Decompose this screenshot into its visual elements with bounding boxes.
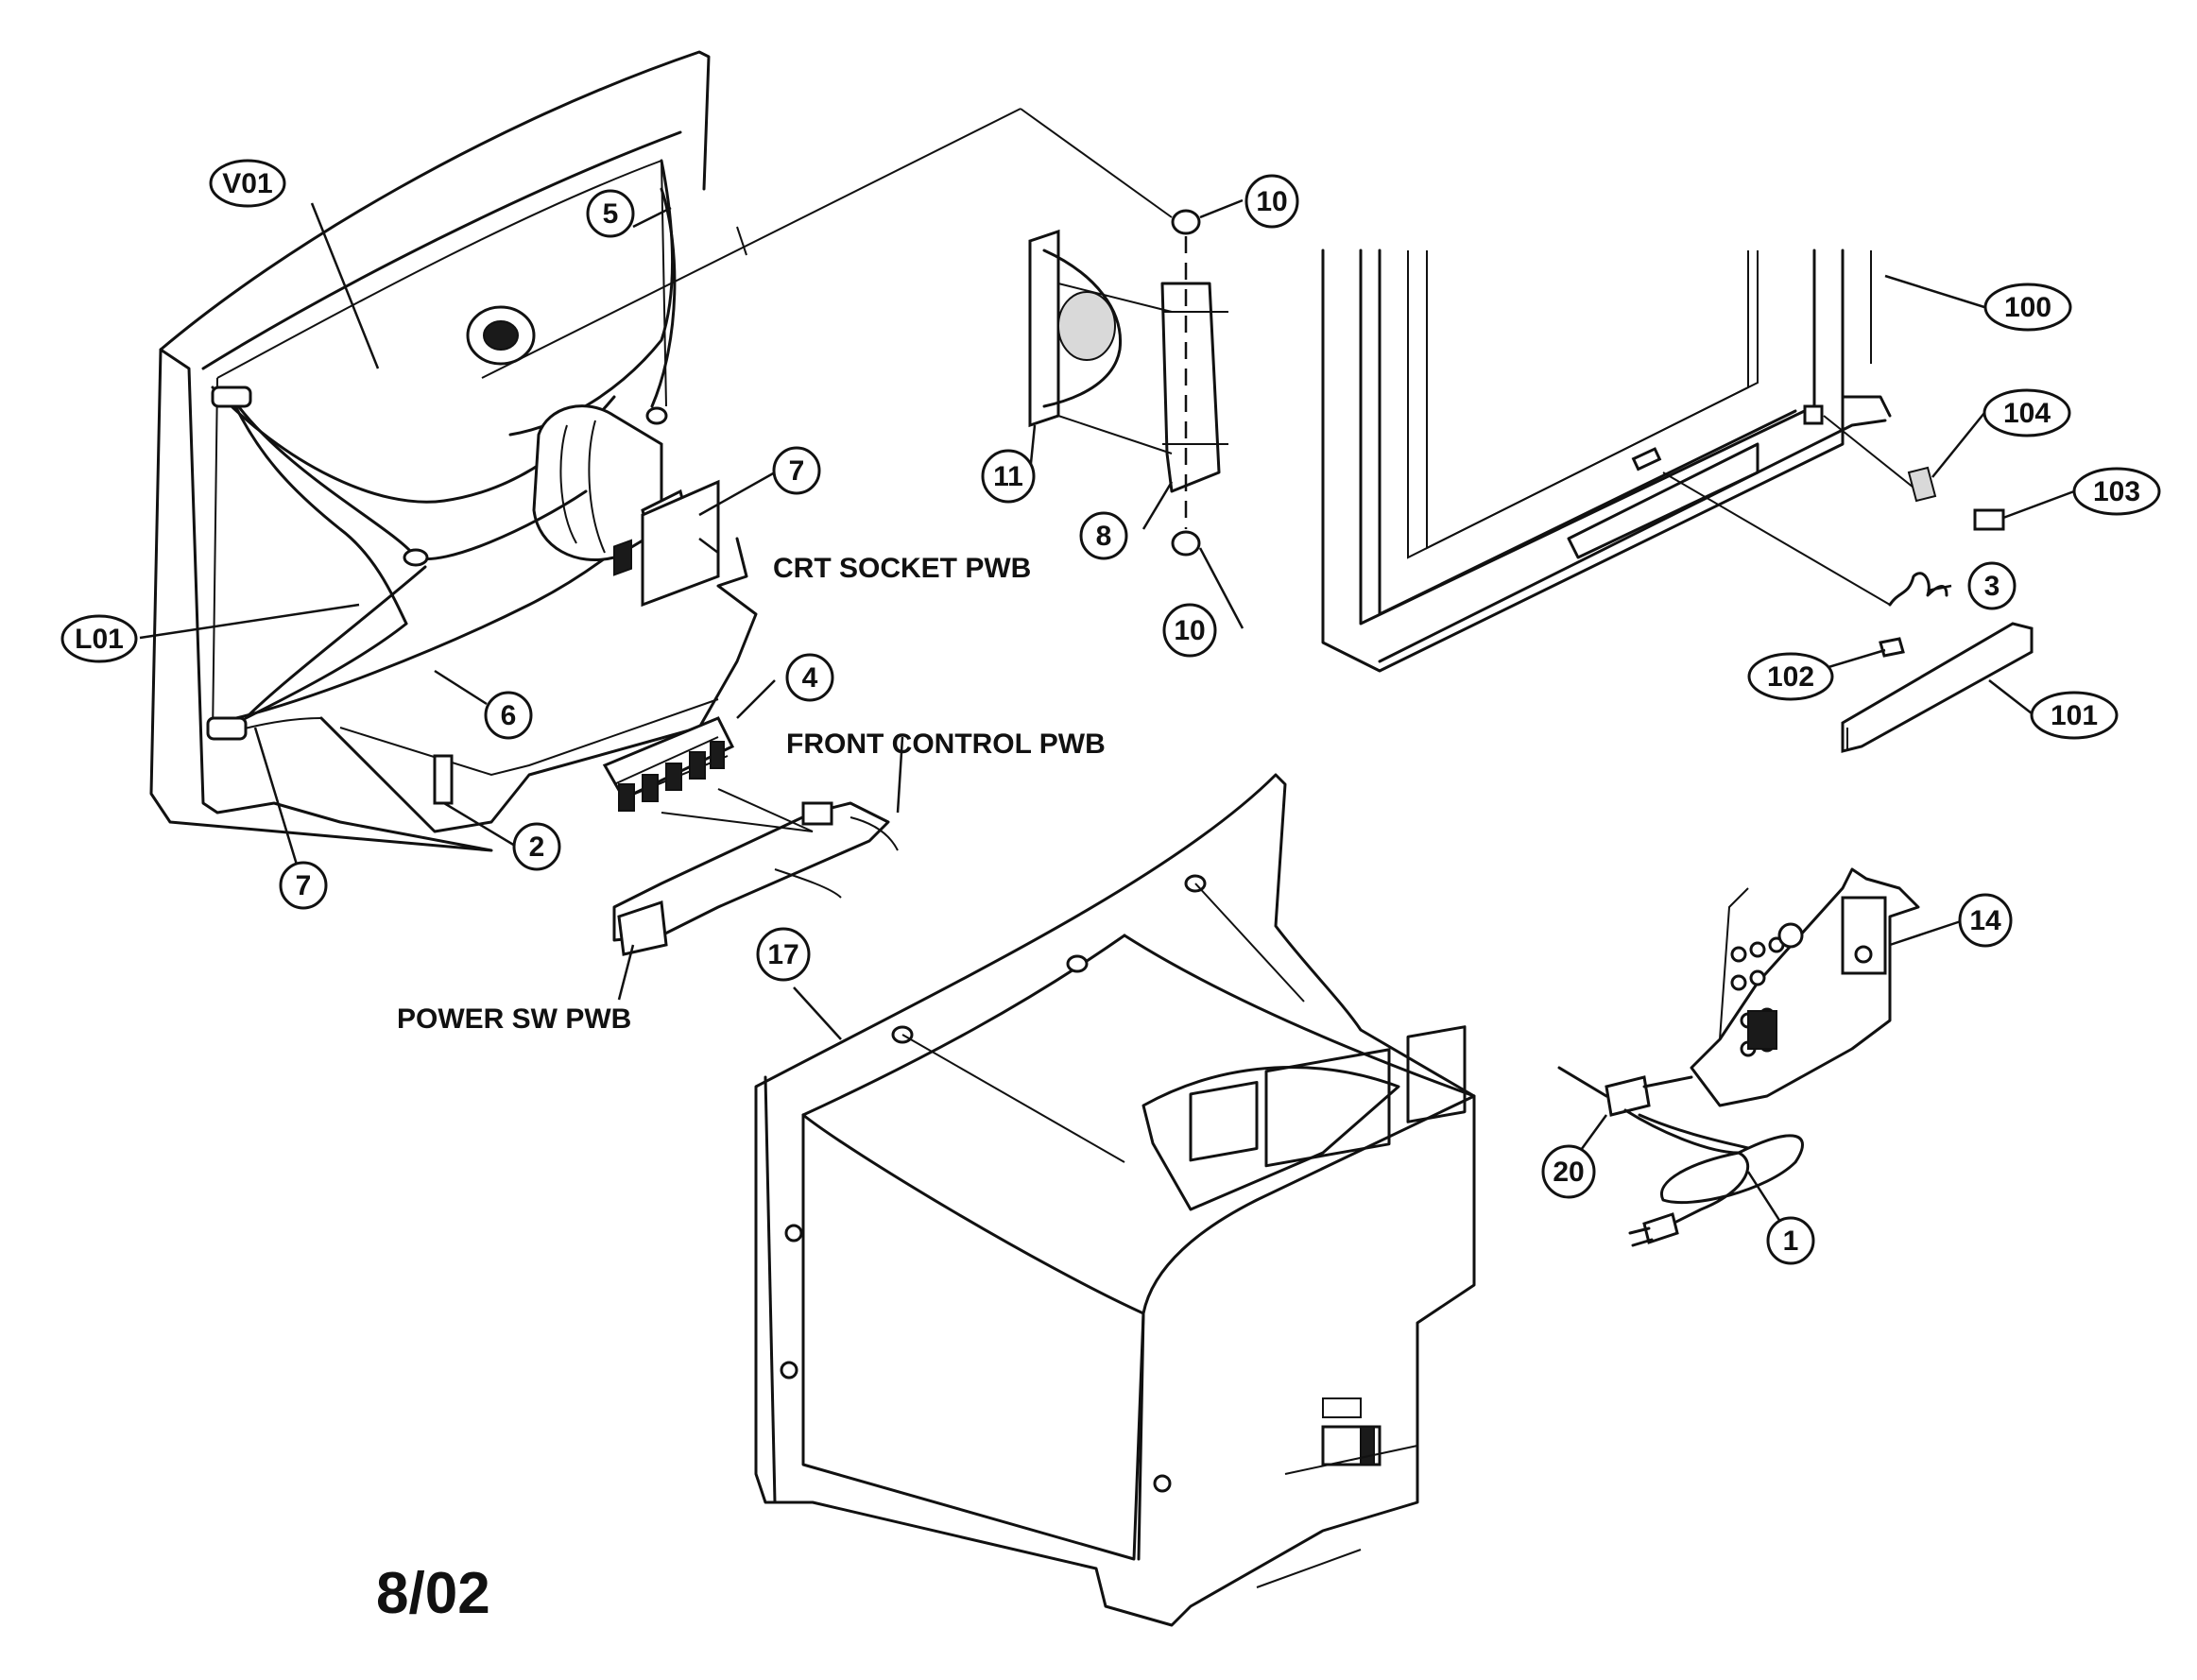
bracket-clip [433, 754, 454, 805]
callout-10-bottom: 10 [1162, 603, 1217, 658]
button-strip [602, 716, 735, 800]
rear-cabinet [754, 773, 1476, 1627]
svg-text:8: 8 [1096, 521, 1112, 552]
ac-plug [1642, 1212, 1679, 1244]
svg-text:20: 20 [1553, 1157, 1584, 1188]
svg-text:103: 103 [2093, 476, 2140, 507]
spring [1907, 466, 1937, 503]
callout-5: 5 [586, 189, 635, 238]
callout-102: 102 [1747, 652, 1834, 701]
svg-text:3: 3 [1984, 571, 2000, 602]
ac-cord-bracket-assembly [1557, 867, 1920, 1247]
svg-text:L01: L01 [75, 624, 124, 655]
leader-lines [139, 198, 2075, 1239]
svg-text:10: 10 [1256, 186, 1287, 217]
svg-text:6: 6 [501, 700, 517, 731]
callout-8: 8 [1079, 511, 1128, 560]
crt-socket-pwb [641, 479, 720, 608]
callout-7-lower: 7 [279, 861, 328, 910]
svg-text:7: 7 [296, 870, 312, 901]
callout-6: 6 [484, 691, 533, 740]
speaker-bracket [1160, 282, 1221, 493]
label-power-sw-pwb: POWER SW PWB [397, 1003, 631, 1035]
svg-text:17: 17 [767, 939, 798, 970]
svg-text:4: 4 [802, 662, 818, 694]
clip [1879, 637, 1905, 658]
callout-7-upper: 7 [772, 446, 821, 495]
svg-text:100: 100 [2004, 292, 2051, 323]
svg-text:102: 102 [1767, 661, 1814, 693]
svg-text:14: 14 [1969, 905, 2001, 936]
front-control-pwb-assembly [602, 539, 899, 956]
callout-1: 1 [1766, 1216, 1815, 1265]
callout-11: 11 [981, 449, 1036, 504]
callout-104: 104 [1982, 388, 2071, 437]
callout-2: 2 [512, 822, 561, 871]
deflection-yoke [532, 404, 663, 562]
front-cabinet-crt-assembly [149, 50, 758, 852]
callout-l01: L01 [60, 614, 138, 663]
callout-v01: V01 [209, 159, 286, 208]
screw-top [1171, 209, 1201, 235]
label-front-control-pwb: FRONT CONTROL PWB [786, 729, 1106, 760]
callout-4: 4 [785, 653, 834, 702]
front-door [1841, 622, 2034, 753]
callout-101: 101 [2030, 691, 2119, 740]
speaker-assembly [481, 108, 1228, 557]
svg-text:5: 5 [603, 198, 619, 230]
callout-17: 17 [756, 927, 811, 982]
callout-103: 103 [2072, 467, 2161, 516]
svg-text:10: 10 [1174, 615, 1205, 646]
callout-100: 100 [1983, 283, 2072, 332]
screw-bottom [1171, 530, 1201, 557]
callout-20: 20 [1541, 1144, 1596, 1199]
front-panel-assembly [1321, 249, 2034, 753]
callout-3: 3 [1967, 561, 2017, 610]
ac-bracket [1690, 867, 1920, 1107]
speaker-frame [1028, 229, 1060, 428]
callout-10-top: 10 [1244, 174, 1299, 229]
line-filter [1605, 1075, 1651, 1117]
svg-text:V01: V01 [222, 168, 272, 199]
label-crt-socket-pwb: CRT SOCKET PWB [773, 553, 1031, 584]
svg-text:2: 2 [529, 831, 545, 863]
power-button [1973, 508, 2005, 531]
svg-text:101: 101 [2051, 700, 2098, 731]
svg-text:11: 11 [993, 461, 1023, 492]
callout-14: 14 [1958, 893, 2013, 948]
svg-text:7: 7 [789, 455, 805, 487]
svg-text:104: 104 [2003, 398, 2051, 429]
svg-text:1: 1 [1783, 1226, 1799, 1257]
revision-date: 8/02 [376, 1561, 490, 1626]
